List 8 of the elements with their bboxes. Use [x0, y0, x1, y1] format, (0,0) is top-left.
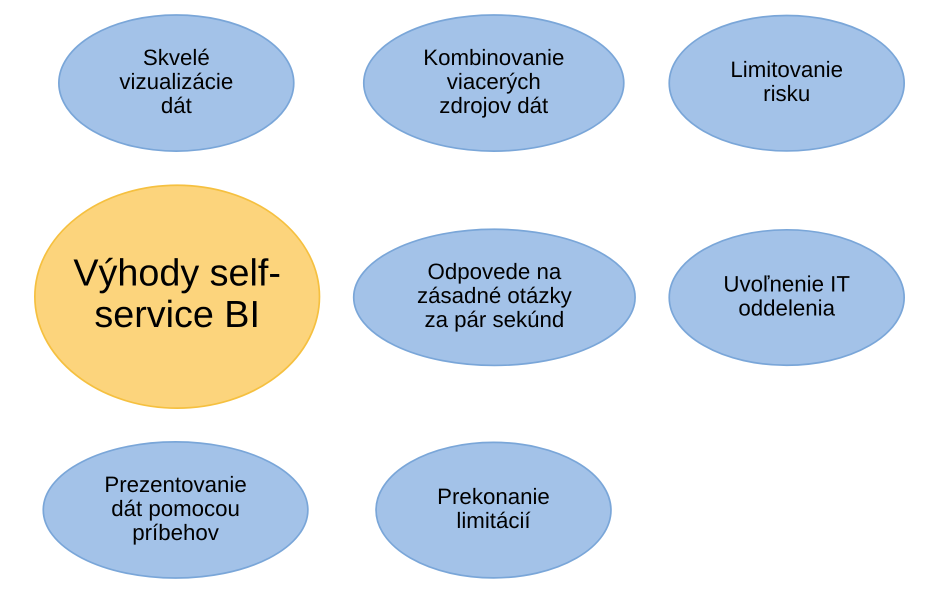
node-ellipse: Odpovede na zásadné otázky za pár sekúnd — [352, 228, 636, 366]
node-ellipse: Prekonanie limitácií — [375, 442, 612, 579]
node-ellipse: Skvelé vizualizácie dát — [58, 14, 295, 152]
node-ellipse: Uvoľnenie IT oddelenia — [668, 228, 905, 366]
node-ellipse: Prezentovanie dát pomocou príbehov — [42, 441, 309, 579]
node-ellipse: Výhody self-service BI — [34, 184, 320, 409]
node-ellipse: Limitovanie risku — [668, 14, 905, 152]
node-ellipse: Kombinovanie viacerých zdrojov dát — [362, 14, 625, 152]
